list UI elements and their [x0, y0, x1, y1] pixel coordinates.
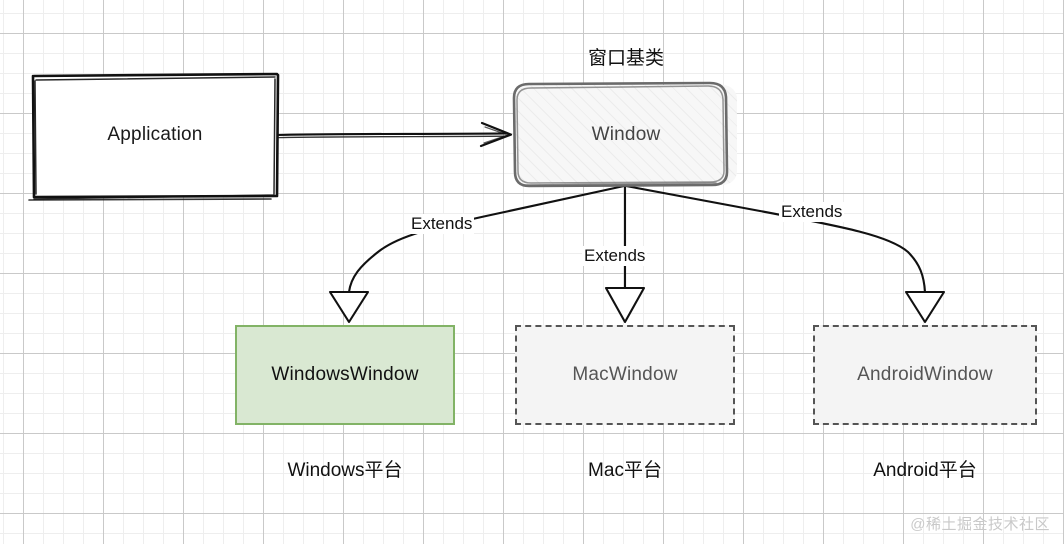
node-window[interactable]: Window — [512, 81, 737, 188]
caption-mac-platform: Mac平台 — [588, 460, 662, 481]
node-androidwindow[interactable]: AndroidWindow — [813, 325, 1037, 425]
node-application[interactable]: Application — [28, 72, 280, 201]
node-application-label: Application — [107, 124, 203, 146]
node-androidwindow-label: AndroidWindow — [857, 363, 993, 385]
watermark: @稀土掘金技术社区 — [910, 516, 1050, 533]
node-windowswindow[interactable]: WindowsWindow — [235, 325, 455, 425]
edge-application-to-window — [275, 121, 513, 148]
node-window-label: Window — [591, 123, 661, 145]
edge-label-extends-windows: Extends — [409, 214, 475, 234]
node-windowswindow-label: WindowsWindow — [271, 363, 419, 385]
edge-label-extends-android: Extends — [779, 202, 845, 222]
edge-window-to-windowswindow — [328, 184, 626, 324]
edge-label-extends-mac: Extends — [582, 246, 648, 266]
caption-windows-platform: Windows平台 — [287, 460, 403, 481]
caption-android-platform: Android平台 — [873, 460, 977, 481]
node-macwindow-label: MacWindow — [572, 363, 678, 385]
node-macwindow[interactable]: MacWindow — [515, 325, 735, 425]
window-base-class-title: 窗口基类 — [587, 48, 664, 69]
